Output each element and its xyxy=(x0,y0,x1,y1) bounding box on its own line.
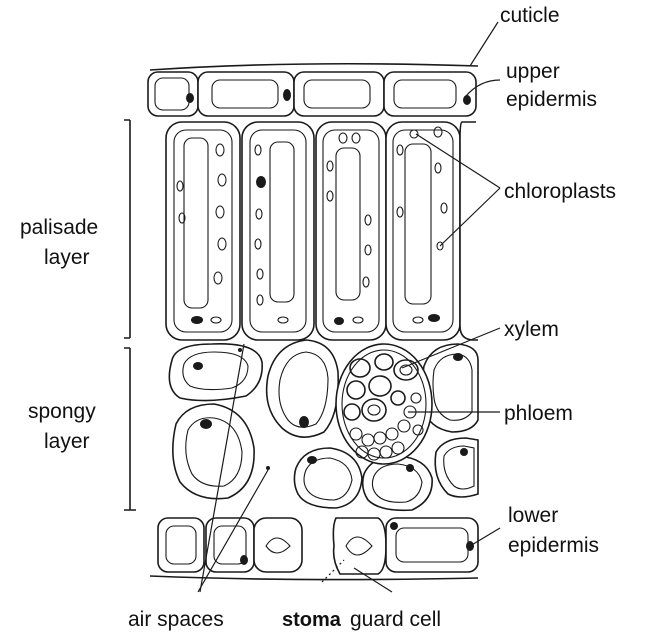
label-chloroplasts: chloroplasts xyxy=(504,180,616,203)
label-palisade-line1: palisade xyxy=(20,216,98,239)
label-phloem: phloem xyxy=(504,402,573,425)
spongy-bracket xyxy=(124,348,136,510)
palisade-bracket xyxy=(124,120,130,338)
label-air-spaces: air spaces xyxy=(128,608,224,631)
upper-epidermis xyxy=(148,72,476,116)
guard-cell-shape xyxy=(333,518,386,574)
layer-brackets xyxy=(124,120,136,510)
label-cuticle: cuticle xyxy=(500,4,560,27)
label-lower-epidermis-line2: epidermis xyxy=(508,534,599,557)
lower-epidermis xyxy=(150,518,478,580)
label-spongy-line2: layer xyxy=(44,430,90,453)
label-upper-epidermis-line2: epidermis xyxy=(506,88,597,111)
label-guard-cell: guard cell xyxy=(350,608,441,631)
label-palisade-line2: layer xyxy=(44,246,90,269)
spongy-cells xyxy=(169,340,478,510)
palisade-cells xyxy=(166,122,478,340)
label-xylem: xylem xyxy=(504,318,559,341)
label-stoma: stoma xyxy=(282,609,342,631)
cuticle-line xyxy=(150,64,478,70)
label-lower-epidermis-line1: lower xyxy=(508,504,558,527)
label-spongy-line1: spongy xyxy=(28,400,96,423)
label-upper-epidermis-line1: upper xyxy=(506,60,560,83)
